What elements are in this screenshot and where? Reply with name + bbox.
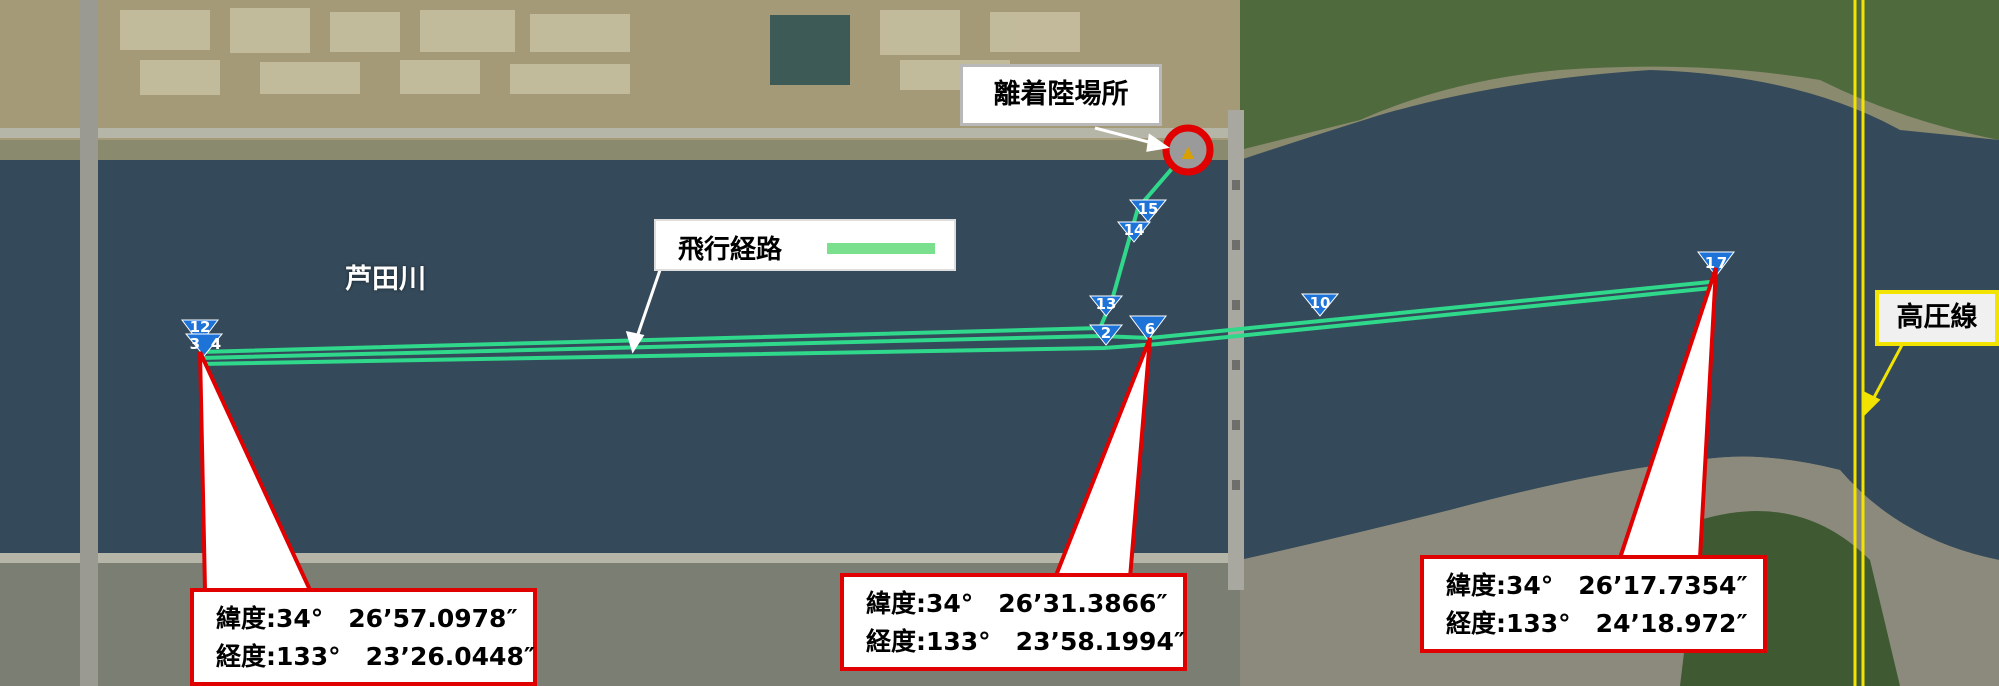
takeoff-landing-marker[interactable] — [1162, 124, 1214, 176]
waypoint-labels: 12 3 4 13 2 6 14 15 10 1 7 — [190, 200, 1728, 353]
waypoint-markers[interactable] — [181, 199, 1735, 357]
latitude-3: 緯度:34° 26’17.7354″ — [1446, 571, 1748, 600]
waypoint-label-3: 3 — [190, 335, 200, 353]
waypoint-label-2: 2 — [1101, 324, 1111, 342]
river-name: 芦田川 — [345, 264, 426, 295]
bridge-east — [1228, 110, 1244, 590]
flight-path-swatch — [827, 243, 935, 254]
flight-path-label: 飛行経路 — [678, 235, 783, 265]
waypoint-label-7: 7 — [1717, 254, 1727, 272]
waypoint-label-10: 10 — [1310, 294, 1331, 312]
longitude-1: 経度:133° 23’26.0448″ — [216, 642, 536, 671]
flight-path-legend: 飛行経路 — [654, 219, 956, 271]
latitude-1: 緯度:34° 26’57.0978″ — [216, 604, 518, 633]
hills-northeast — [1240, 0, 1999, 150]
takeoff-landing-label: 離着陸場所 — [960, 64, 1162, 126]
callout-wedges — [198, 267, 1718, 592]
river-water — [0, 70, 1999, 560]
high-voltage-label: 高圧線 — [1875, 290, 1999, 346]
treatment-ponds — [770, 15, 850, 85]
waypoint-label-4: 4 — [211, 335, 221, 353]
road-south — [0, 553, 1240, 563]
longitude-3: 経度:133° 24’18.972″ — [1446, 609, 1748, 638]
road-north — [0, 128, 1240, 138]
field-plots — [120, 8, 1080, 95]
waypoint-label-1: 1 — [1705, 254, 1715, 272]
waypoint-label-13: 13 — [1096, 295, 1117, 313]
leader-arrows — [625, 126, 1170, 354]
coordinate-box-2: 緯度:34° 26’31.3866″ 経度:133° 23’58.1994″ — [840, 573, 1187, 671]
bridge-west — [80, 0, 98, 686]
latitude-2: 緯度:34° 26’31.3866″ — [866, 589, 1168, 618]
waypoint-label-15: 15 — [1138, 200, 1159, 218]
waypoint-label-14: 14 — [1124, 221, 1145, 239]
bridge-east-piers — [1232, 180, 1240, 490]
takeoff-icon: ▲ — [1182, 142, 1195, 161]
longitude-2: 経度:133° 23’58.1994″ — [866, 627, 1186, 656]
coordinate-box-3: 緯度:34° 26’17.7354″ 経度:133° 24’18.972″ — [1420, 555, 1767, 653]
coordinate-box-1: 緯度:34° 26’57.0978″ 経度:133° 23’26.0448″ — [190, 588, 537, 686]
waypoint-label-6: 6 — [1145, 320, 1155, 338]
waypoint-label-12: 12 — [190, 318, 211, 336]
